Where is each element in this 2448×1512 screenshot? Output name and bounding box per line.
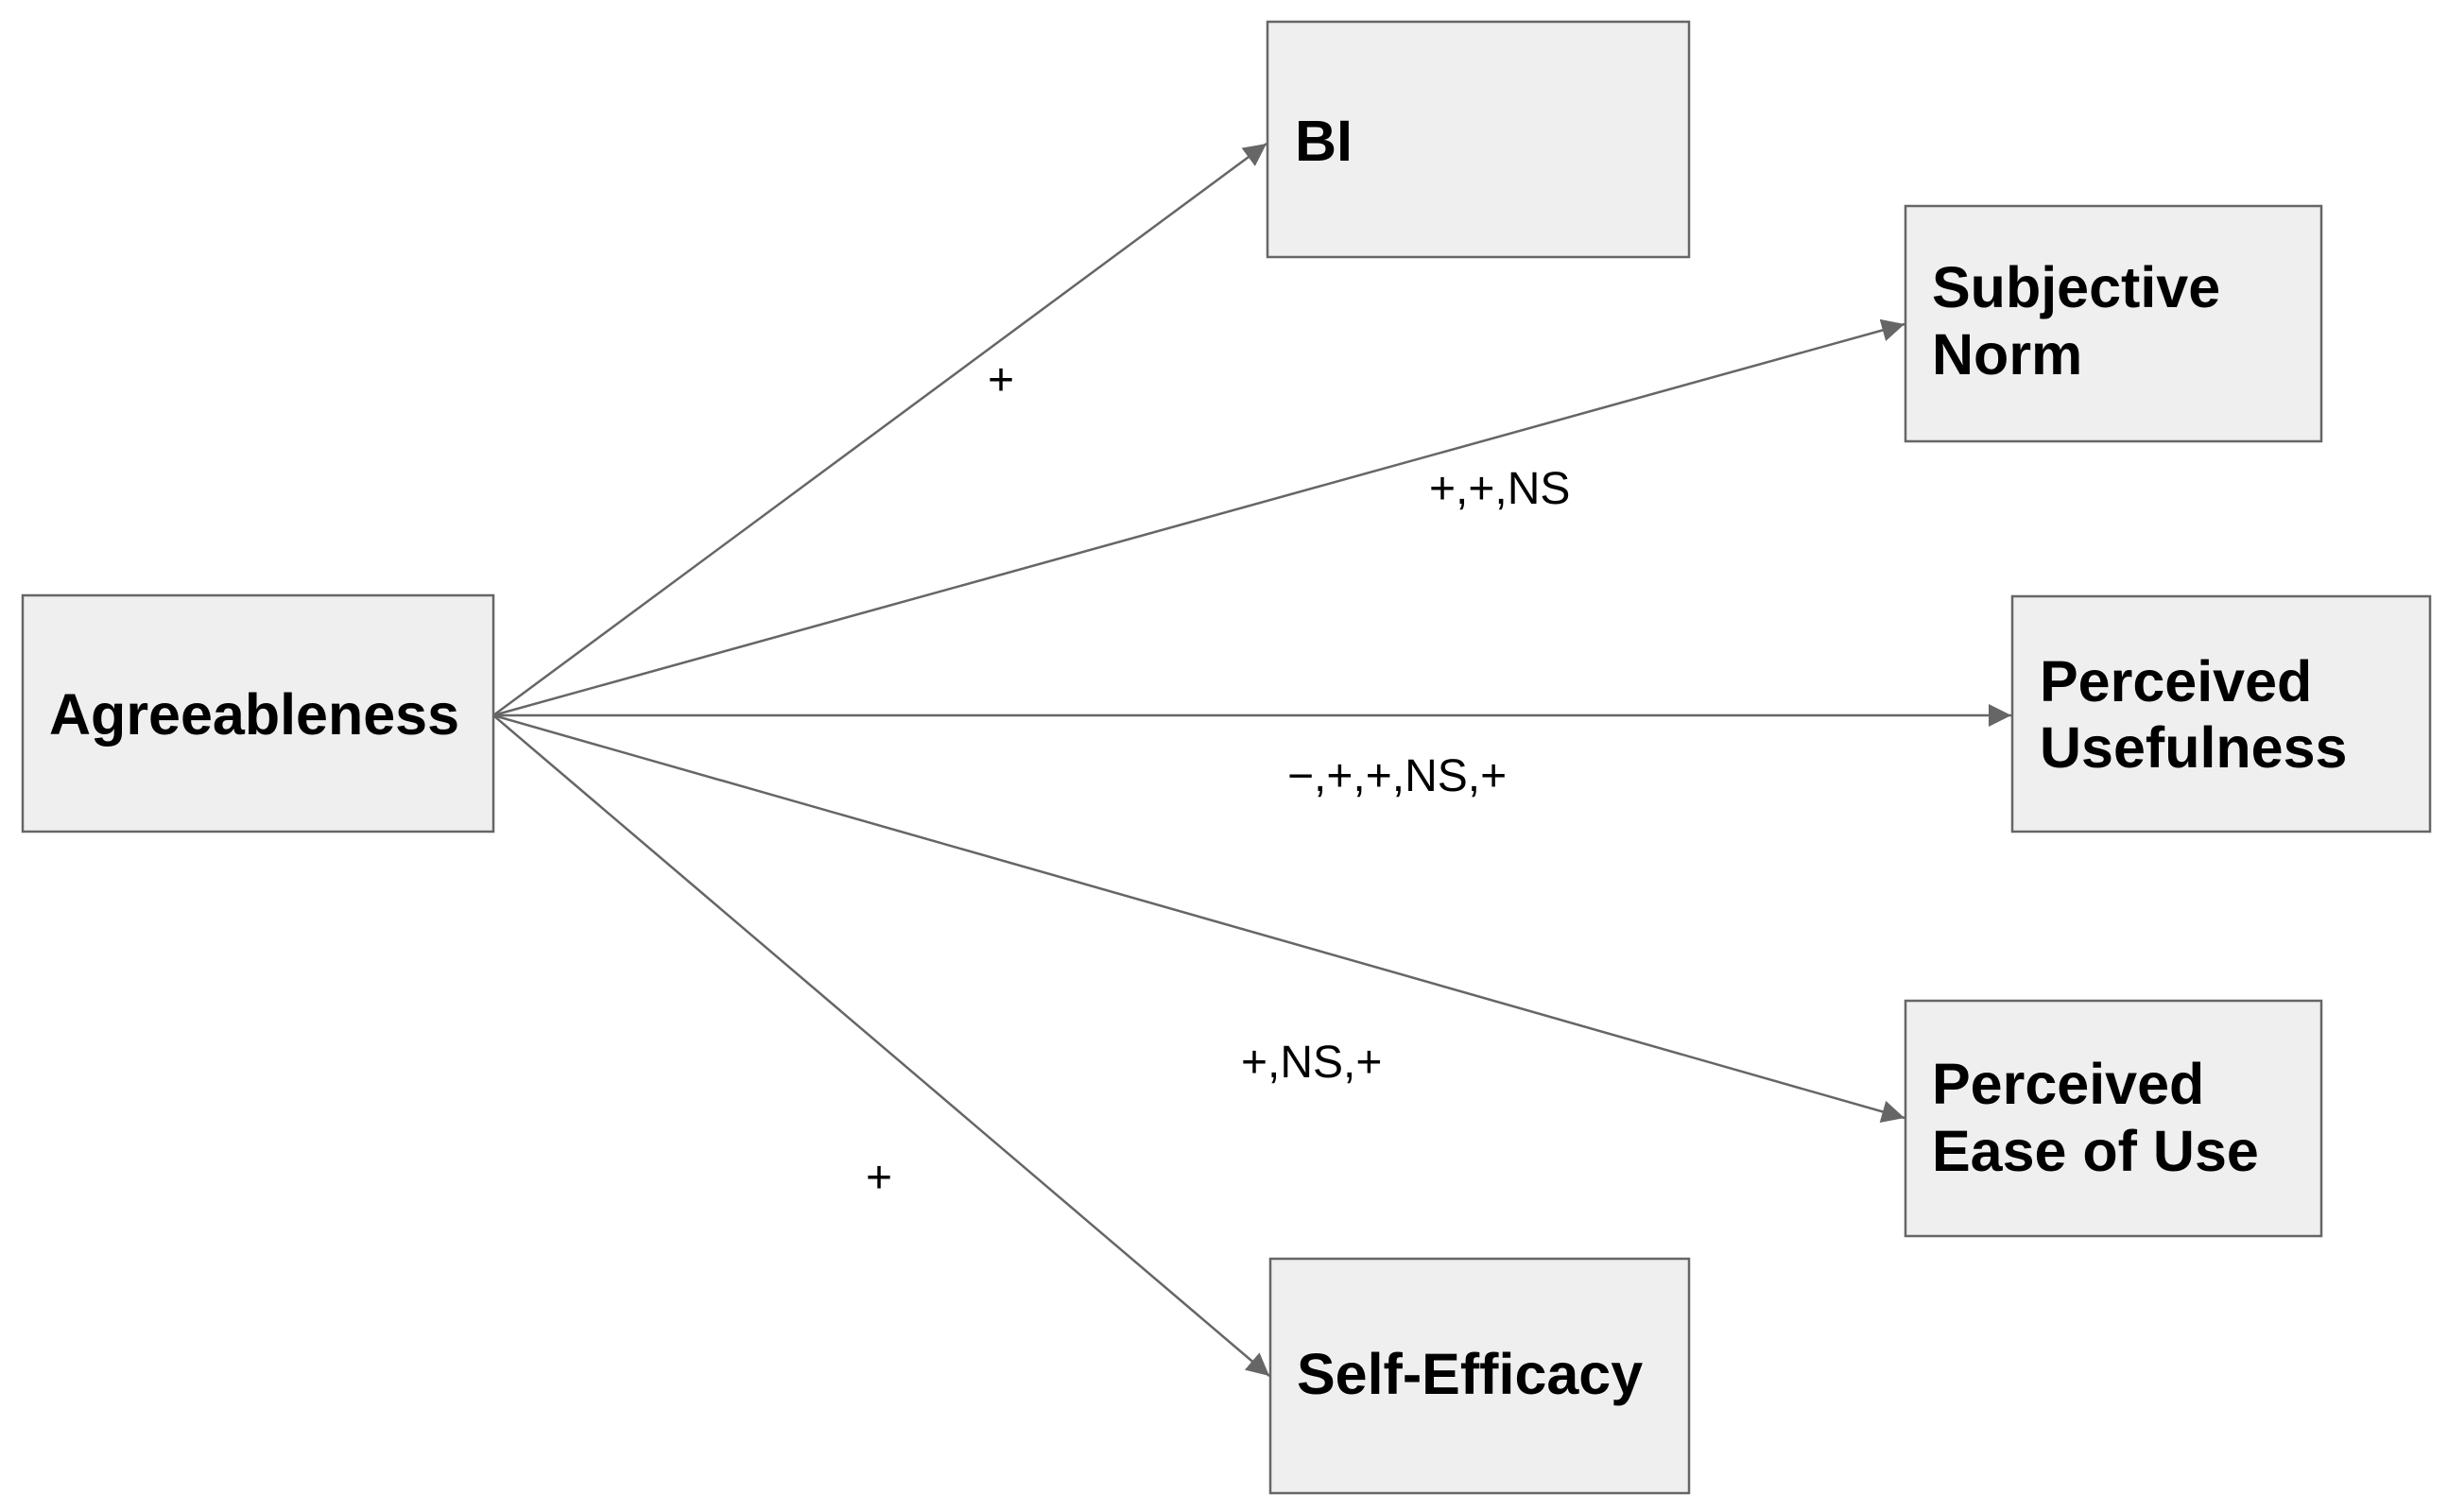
- edge-agreeableness-to-self-efficacy: [492, 714, 1270, 1377]
- node-label-subjective-norm-line1: Subjective: [1932, 255, 2220, 319]
- node-perceived-ease-of-use: Perceived Ease of Use: [1904, 999, 2323, 1238]
- node-perceived-usefulness: Perceived Usefulness: [2010, 594, 2432, 833]
- edge-agreeableness-to-perceived-ease-of-use: [492, 713, 1905, 1123]
- edge-agreeableness-to-subjective-norm: [492, 318, 1905, 717]
- node-label-subjective-norm-line2: Norm: [1932, 322, 2082, 387]
- node-agreeableness: Agreeableness: [21, 593, 495, 833]
- node-label-agreeableness: Agreeableness: [49, 682, 459, 747]
- edge-label-self-efficacy: +: [866, 1153, 892, 1203]
- node-label-self-efficacy: Self-Efficacy: [1297, 1342, 1643, 1406]
- node-bi: BI: [1266, 20, 1691, 259]
- node-self-efficacy: Self-Efficacy: [1268, 1257, 1691, 1495]
- edge-agreeableness-to-bi: [492, 142, 1267, 717]
- node-label-perceived-usefulness-line2: Usefulness: [2040, 715, 2347, 780]
- node-label-perceived-usefulness-line1: Perceived: [2040, 649, 2312, 713]
- node-label-bi: BI: [1295, 109, 1353, 173]
- node-subjective-norm: Subjective Norm: [1904, 204, 2323, 443]
- edge-label-subjective-norm: +,+,NS: [1429, 464, 1570, 514]
- edge-label-bi: +: [988, 355, 1014, 405]
- node-label-perceived-ease-of-use-line1: Perceived: [1932, 1052, 2204, 1116]
- node-label-perceived-ease-of-use-line2: Ease of Use: [1932, 1119, 2259, 1183]
- edge-label-perceived-usefulness: −,+,+,NS,+: [1287, 751, 1507, 801]
- edge-label-perceived-ease-of-use: +,NS,+: [1241, 1038, 1382, 1088]
